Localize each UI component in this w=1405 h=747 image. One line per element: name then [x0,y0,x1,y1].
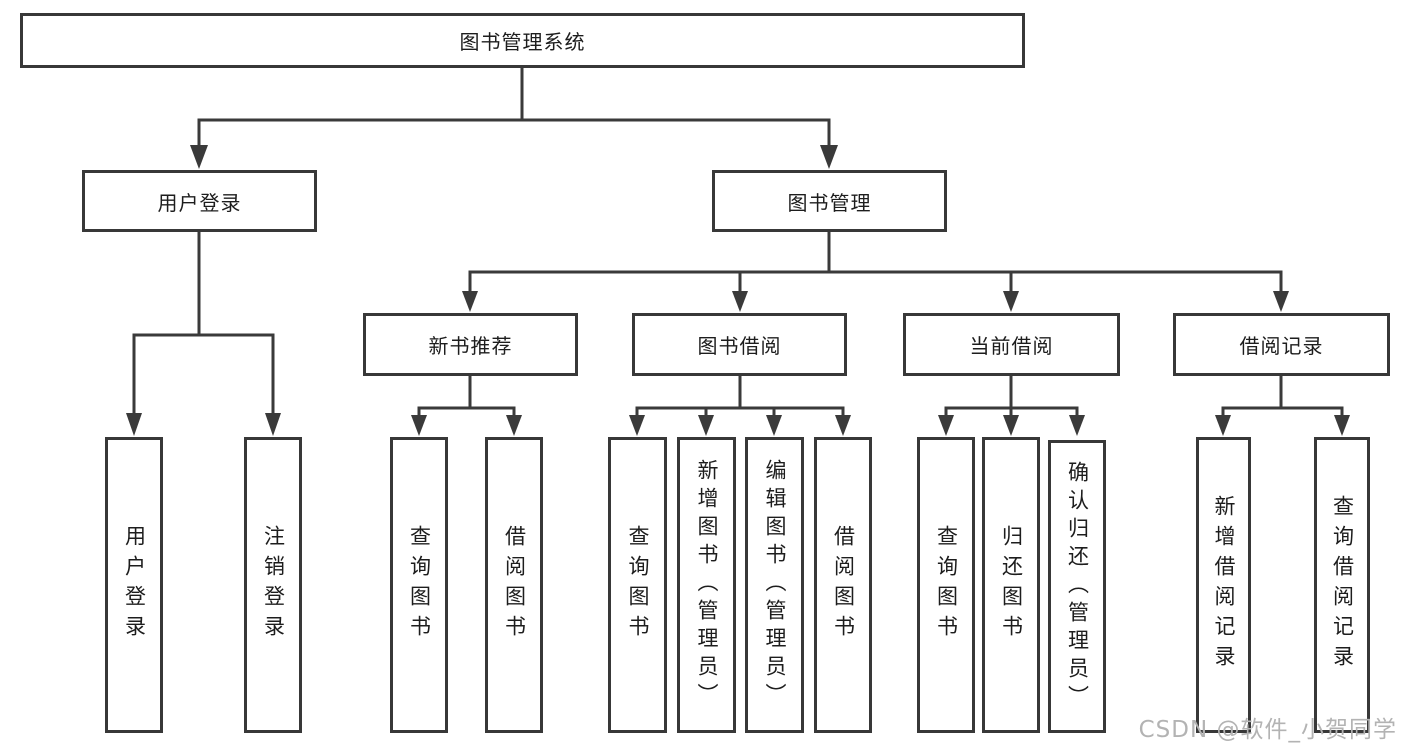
node-root-label: 图书管理系统 [459,30,586,54]
node-root: 图书管理系统 [20,13,1025,68]
leaf-current-query: 查询图书 [917,437,975,733]
node-borrow-record: 借阅记录 [1173,313,1390,376]
node-current-borrow: 当前借阅 [903,313,1120,376]
leaf-borrow-edit: 编辑图书（管理员） [745,437,804,733]
leaf-borrow-add-label: 新增图书（管理员） [695,459,719,711]
leaf-logout: 注销登录 [244,437,302,733]
node-book-borrow-label: 图书借阅 [697,334,782,358]
leaf-record-query: 查询借阅记录 [1314,437,1370,733]
edge-bookborrow-to-leaves [629,374,851,436]
node-current-borrow-label: 当前借阅 [969,334,1054,358]
leaf-user-login-label: 用户登录 [122,525,147,645]
node-book-mgmt: 图书管理 [712,170,947,232]
edge-currentborrow-to-leaves [938,374,1085,436]
node-user-login: 用户登录 [82,170,317,232]
leaf-current-return-label: 归还图书 [999,525,1024,645]
leaf-record-add: 新增借阅记录 [1196,437,1251,733]
leaf-borrow-query-label: 查询图书 [626,525,650,645]
leaf-logout-label: 注销登录 [261,525,286,645]
leaf-current-return: 归还图书 [982,437,1040,733]
edge-bookmgmt-to-level3 [462,230,1289,312]
leaf-borrow-borrow-label: 借阅图书 [831,525,856,645]
edge-borrowrecord-to-leaves [1215,374,1350,436]
leaf-record-query-label: 查询借阅记录 [1330,495,1355,675]
leaf-newbook-query-label: 查询图书 [407,525,432,645]
leaf-user-login: 用户登录 [105,437,163,733]
node-user-login-label: 用户登录 [157,190,242,215]
edge-newbook-to-leaves [411,374,522,436]
leaf-borrow-edit-label: 编辑图书（管理员） [763,459,787,711]
leaf-borrow-query: 查询图书 [608,437,667,733]
leaf-borrow-add: 新增图书（管理员） [677,437,736,733]
leaf-newbook-borrow: 借阅图书 [485,437,543,733]
leaf-current-query-label: 查询图书 [934,525,959,645]
leaf-newbook-borrow-label: 借阅图书 [502,525,527,645]
edge-userlogin-to-leaves [126,230,281,436]
node-borrow-record-label: 借阅记录 [1239,334,1324,358]
node-new-book-recommend: 新书推荐 [363,313,578,376]
leaf-record-add-label: 新增借阅记录 [1212,495,1236,675]
node-new-book-recommend-label: 新书推荐 [428,334,513,358]
csdn-watermark: CSDN @软件_小贺同学 [1138,717,1397,743]
node-book-mgmt-label: 图书管理 [787,190,872,215]
leaf-newbook-query: 查询图书 [390,437,448,733]
leaf-borrow-borrow: 借阅图书 [814,437,872,733]
edge-root-to-level2 [190,66,838,169]
leaf-current-confirm-label: 确认归还（管理员） [1065,460,1090,713]
node-book-borrow: 图书借阅 [632,313,847,376]
leaf-current-confirm: 确认归还（管理员） [1048,440,1106,733]
